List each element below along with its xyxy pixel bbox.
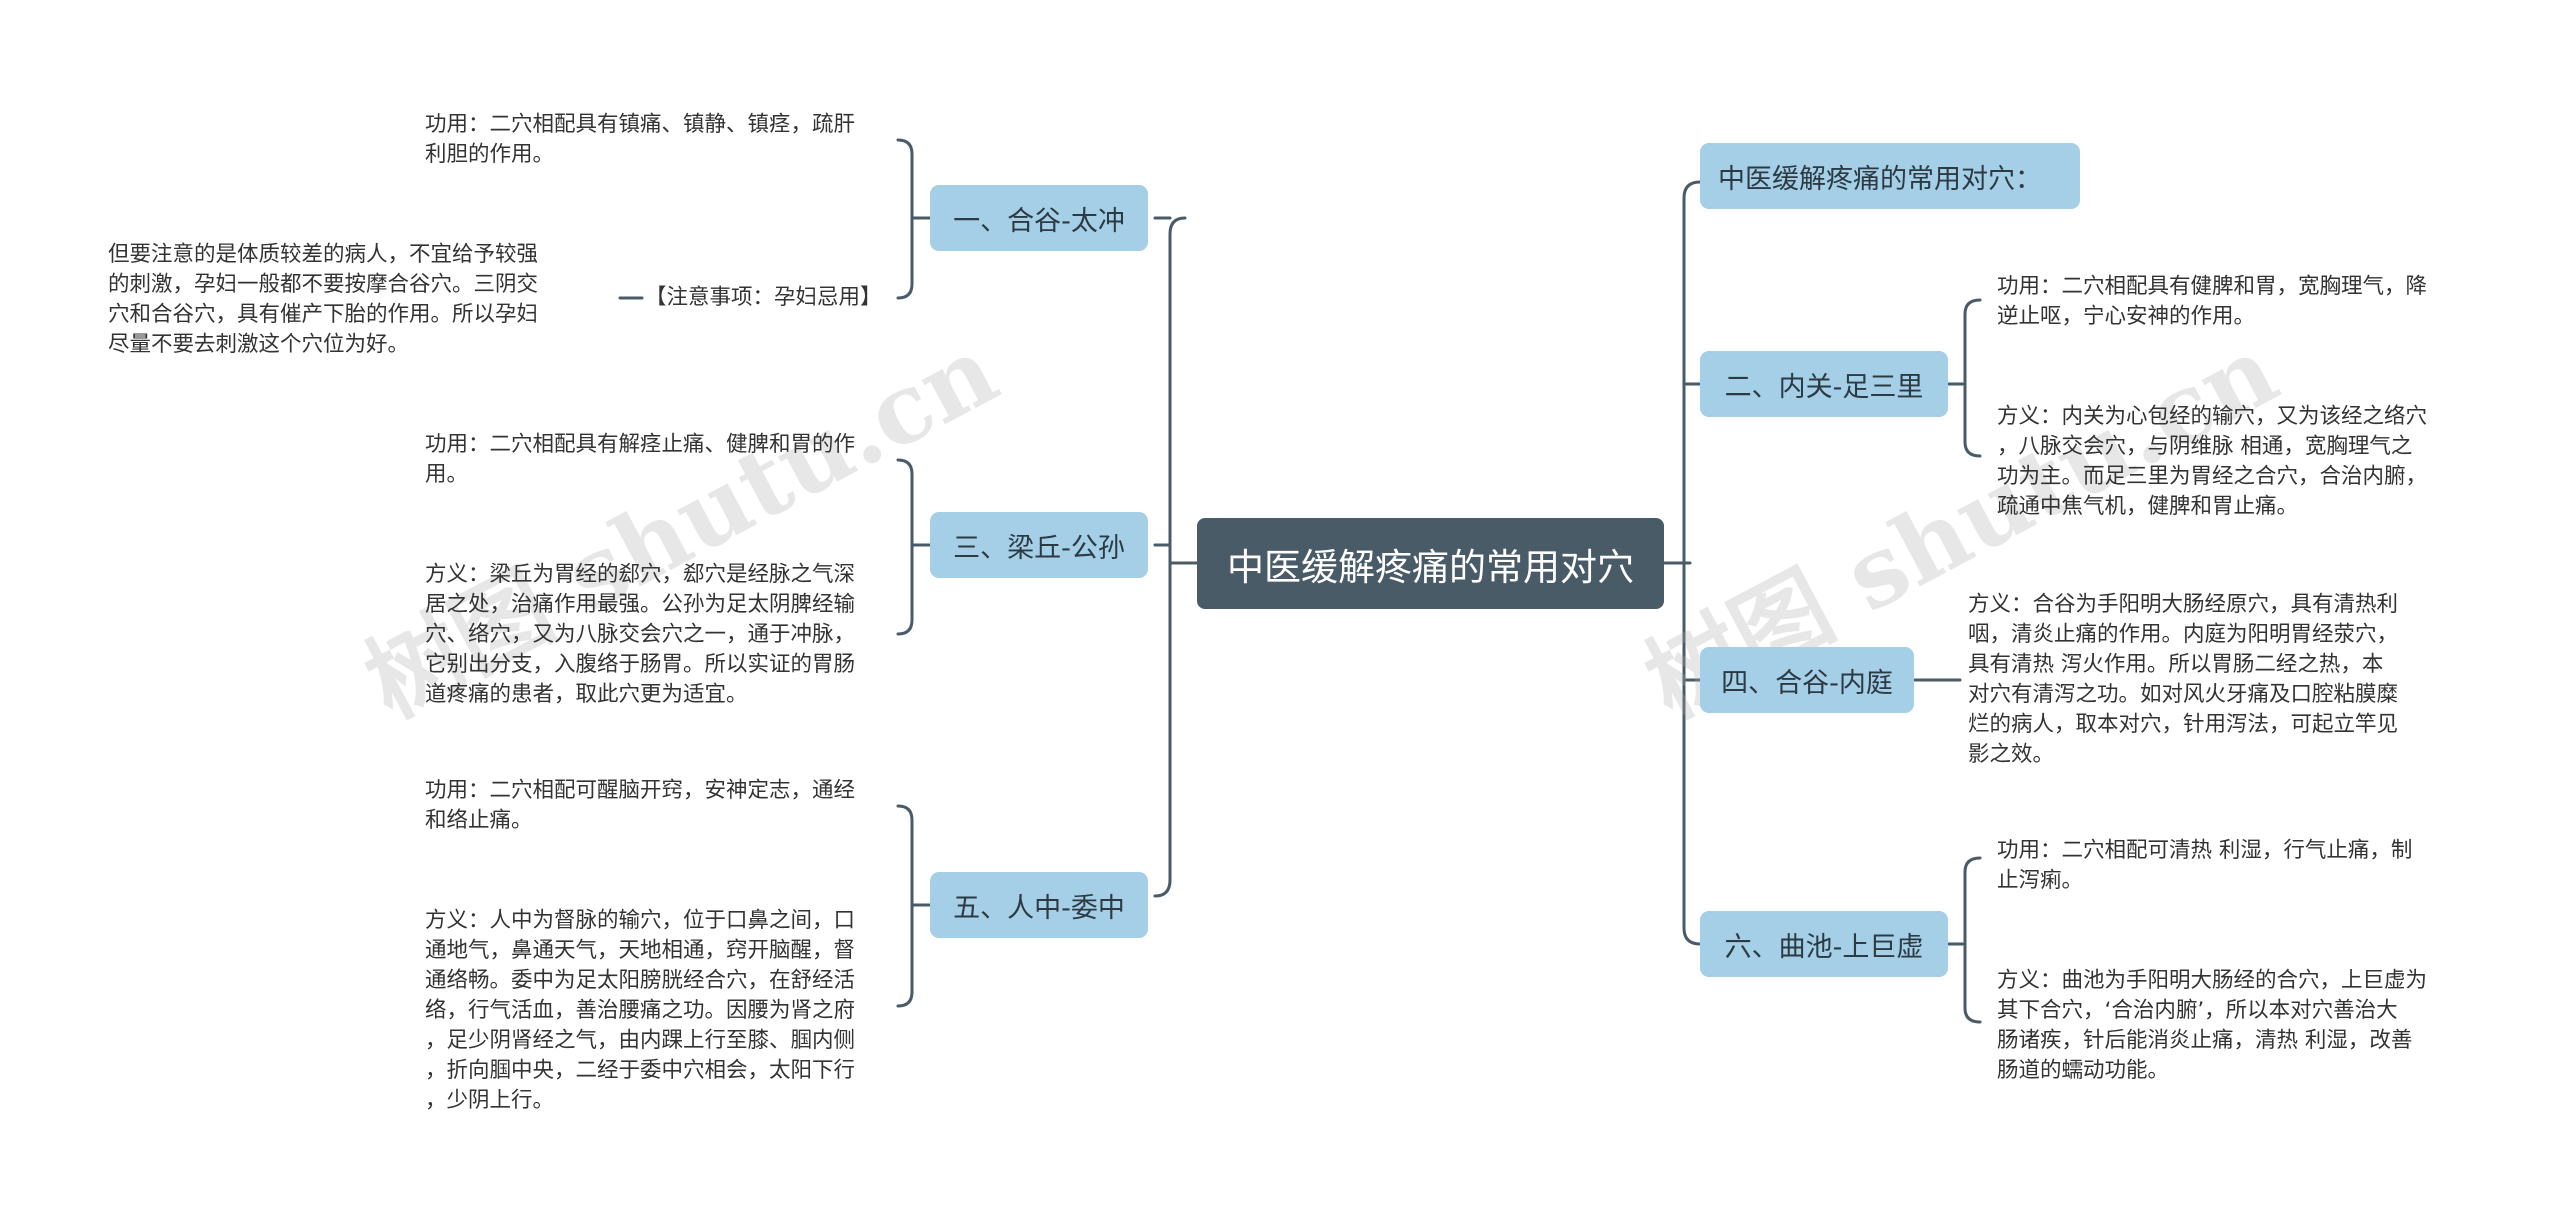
connector-t1-vert [896, 138, 914, 300]
connector-left-trunk [1153, 216, 1187, 898]
topic-neiguan-zusanli[interactable]: 二、内关-足三里 [1700, 351, 1948, 417]
connector-right-trunk [1682, 180, 1702, 946]
leaf-effect-renzhong-weizhong: 功用：二穴相配可醒脑开窍，安神定志，通经 和络止痛。 [425, 778, 856, 833]
connector-t5-vert [896, 804, 914, 1008]
connector-t3-vert [896, 458, 914, 636]
connector-t6-vert [1963, 856, 1982, 1024]
leaf-meaning-liangqiu-gongsun: 方义：梁丘为胃经的郄穴，郄穴是经脉之气深 居之处，治痛作用最强。公孙为足太阴脾经… [425, 562, 856, 707]
topic-summary[interactable]: 中医缓解疼痛的常用对穴： [1700, 143, 2080, 209]
leaf-effect-neiguan-zusanli: 功用：二穴相配具有健脾和胃，宽胸理气，降 逆止呕，宁心安神的作用。 [1997, 274, 2428, 329]
leaf-effect-liangqiu-gongsun: 功用：二穴相配具有解痉止痛、健脾和胃的作 用。 [425, 432, 856, 487]
root-topic[interactable]: 中医缓解疼痛的常用对穴 [1197, 518, 1664, 609]
topic-hegu-neiting[interactable]: 四、合谷-内庭 [1700, 647, 1914, 713]
leaf-effect-hegu-taichong: 功用：二穴相配具有镇痛、镇静、镇痉，疏肝 利胆的作用。 [425, 112, 856, 167]
leaf-meaning-neiguan-zusanli: 方义：内关为心包经的输穴，又为该经之络穴 ，八脉交会穴，与阴维脉 相通，宽胸理气… [1997, 404, 2428, 519]
leaf-note-detail: 但要注意的是体质较差的病人，不宜给予较强 的刺激，孕妇一般都不要按摩合谷穴。三阴… [108, 242, 539, 357]
topic-hegu-taichong[interactable]: 一、合谷-太冲 [930, 185, 1148, 251]
leaf-meaning-hegu-neiting: 方义：合谷为手阳明大肠经原穴，具有清热利 咽，清炎止痛的作用。内庭为阳明胃经荥穴… [1968, 592, 2399, 767]
leaf-effect-quchi-shangjuxu: 功用：二穴相配可清热 利湿，行气止痛，制 止泻痢。 [1997, 838, 2413, 893]
leaf-meaning-renzhong-weizhong: 方义：人中为督脉的输穴，位于口鼻之间，口 通地气，鼻通天气，天地相通，窍开脑醒，… [425, 908, 856, 1113]
leaf-note-pregnancy: 【注意事项：孕妇忌用】 [645, 285, 882, 310]
topic-quchi-shangjuxu[interactable]: 六、曲池-上巨虚 [1700, 911, 1948, 977]
topic-renzhong-weizhong[interactable]: 五、人中-委中 [930, 872, 1148, 938]
leaf-meaning-quchi-shangjuxu: 方义：曲池为手阳明大肠经的合穴，上巨虚为 其下合穴，‘合治内腑’，所以本对穴善治… [1997, 968, 2428, 1083]
connector-t2-vert [1963, 298, 1982, 458]
topic-liangqiu-gongsun[interactable]: 三、梁丘-公孙 [930, 512, 1148, 578]
